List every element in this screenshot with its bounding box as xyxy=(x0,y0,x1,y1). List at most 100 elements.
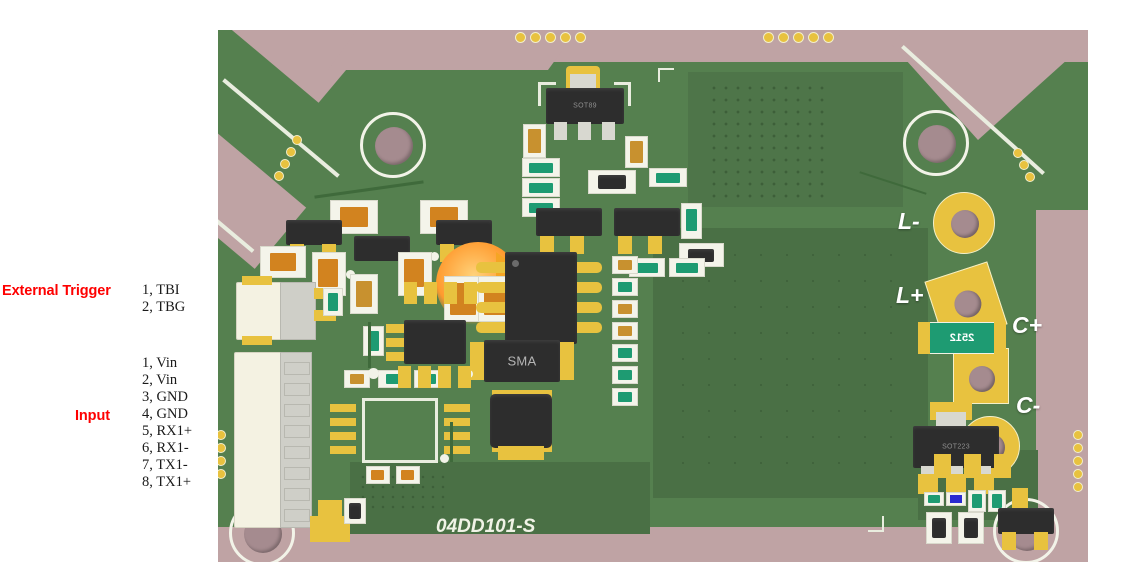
trace-a xyxy=(314,180,424,199)
res-green-conn2 xyxy=(328,293,338,311)
pin-item: 1, Vin xyxy=(142,355,178,371)
pin-item: 4, GND xyxy=(142,406,188,422)
annotation-column: External Trigger 1, TBI 2, TBG Input 1, … xyxy=(0,0,218,579)
trace-b xyxy=(368,322,371,368)
res-orange-4b xyxy=(318,259,338,287)
mounting-hole-top-left xyxy=(360,112,426,178)
pin-item: 8, TX1+ xyxy=(142,474,191,490)
pad-label-L-minus: L- xyxy=(898,208,920,234)
sot23-br-pad-a xyxy=(1002,532,1016,550)
pad-label-C-minus: C- xyxy=(1016,392,1041,418)
pcb-board-image: L- L+ C+ C- 2512 SOT223 SOT89 xyxy=(218,30,1088,562)
input-label: Input xyxy=(75,408,110,424)
sot223-marking: SOT223 xyxy=(942,443,970,451)
qfn-silk-dot xyxy=(440,454,449,463)
pad-L-minus xyxy=(933,192,995,254)
inductor-pad-b xyxy=(498,446,544,460)
res-green-1b xyxy=(529,163,553,173)
bottom-left-pad-a xyxy=(310,516,350,542)
bottom-left-part xyxy=(349,503,361,519)
pin-item: 5, RX1+ xyxy=(142,423,193,439)
via-grid-center xyxy=(670,242,900,482)
transistor-sot23-1 xyxy=(286,220,342,245)
connector-2pin-tab-bottom xyxy=(242,336,272,345)
sot89-marking: SOT89 xyxy=(573,102,597,110)
input-pin-list: 1, Vin 2, Vin 3, GND 4, GND 5, RX1+ 6, R… xyxy=(142,355,192,491)
ic-small-pad-a xyxy=(540,236,554,254)
cap-tan-b2 xyxy=(630,141,643,163)
res-orange-5b xyxy=(404,259,424,287)
pad-label-L-plus: L+ xyxy=(896,282,924,308)
res-green-4b xyxy=(656,173,680,183)
qfn-silk-right xyxy=(435,398,438,463)
ic-soic8 xyxy=(505,252,577,344)
sot223-pad-1 xyxy=(918,474,938,494)
ic-small-pad-b xyxy=(570,236,584,254)
qfn-silk-bottom xyxy=(362,460,438,463)
bottom-left-pad-b xyxy=(318,500,342,516)
sot23-br-pad-b xyxy=(1034,532,1048,550)
sot223-pad-2 xyxy=(946,474,966,494)
sot89-silk-left xyxy=(538,82,541,106)
ic-soic8-pin1-dot xyxy=(512,260,519,267)
silk-corner-br-v xyxy=(882,516,884,532)
ic-soic-left xyxy=(404,320,466,364)
res-orange-1b xyxy=(340,207,368,227)
transistor-sot23-3 xyxy=(436,220,492,245)
ic-small-pad-d xyxy=(648,236,662,254)
silk-corner-tr-h xyxy=(658,68,674,70)
cap-tan-a2 xyxy=(528,129,541,153)
bottom-right-outline-a xyxy=(926,512,952,544)
mounting-hole-top-right xyxy=(903,110,969,176)
pin-item: 3, GND xyxy=(142,389,188,405)
pad-label-C-plus: C+ xyxy=(1012,312,1043,338)
pin-item: 6, RX1- xyxy=(142,440,189,456)
bottom-right-part-a xyxy=(932,518,946,538)
resistor-2512-marking: 2512 xyxy=(949,332,975,344)
external-trigger-pin-list: 1, TBI 2, TBG xyxy=(142,282,185,316)
silk-corner-tr-v xyxy=(658,68,660,82)
cap-tan-c2 xyxy=(356,281,372,307)
res-green-5b xyxy=(686,209,697,231)
qfn-silk-top xyxy=(362,398,438,401)
trace-c xyxy=(450,422,453,462)
pad-C-plus xyxy=(953,348,1009,404)
sot89-lead-3 xyxy=(602,122,615,140)
ic-small-left xyxy=(536,208,602,236)
res-green-2b xyxy=(529,183,553,193)
sot89-silk-top-r xyxy=(614,82,631,85)
regulator-sot89: SOT89 xyxy=(546,88,624,124)
connector-8pin-body xyxy=(280,352,312,528)
sot223-pad-3 xyxy=(974,474,994,494)
silk-dot-soic xyxy=(368,368,379,379)
resistor-2512-pad-left xyxy=(918,322,930,354)
resistor-2512-pad-right xyxy=(994,322,1006,354)
pin-item: 7, TX1- xyxy=(142,457,188,473)
external-trigger-label: External Trigger xyxy=(2,283,111,299)
connector-2pin-tab-top xyxy=(242,276,272,285)
sot89-lead-1 xyxy=(554,122,567,140)
inductor xyxy=(490,394,552,448)
res-green-7b xyxy=(676,263,698,273)
silk-corner-br-h xyxy=(868,530,884,532)
diode-sma: SMA xyxy=(484,340,560,382)
sot89-lead-2 xyxy=(578,122,591,140)
ic-small-pad-c xyxy=(618,236,632,254)
sma-marking: SMA xyxy=(507,353,537,369)
res-green-soic-a2 xyxy=(368,331,379,351)
via-grid-top-right xyxy=(708,82,828,200)
ic-small-right xyxy=(614,208,680,236)
connector-2pin-body xyxy=(280,282,316,340)
resistor-2512: 2512 xyxy=(922,322,1002,354)
copper-pour-top-wedge xyxy=(328,30,599,70)
transistor-sot23-br xyxy=(998,508,1054,534)
sot89-silk-right xyxy=(628,82,631,106)
pin-item: 1, TBI xyxy=(142,282,180,298)
qfn-silk-left xyxy=(362,398,365,463)
sot89-silk-top xyxy=(538,82,556,85)
sot223-tab-lead xyxy=(936,412,966,428)
res-orange-3b xyxy=(270,253,296,271)
transistor-sot223: SOT223 xyxy=(913,426,999,468)
bottom-right-part-b xyxy=(964,518,978,538)
res-green-6b xyxy=(636,263,658,273)
